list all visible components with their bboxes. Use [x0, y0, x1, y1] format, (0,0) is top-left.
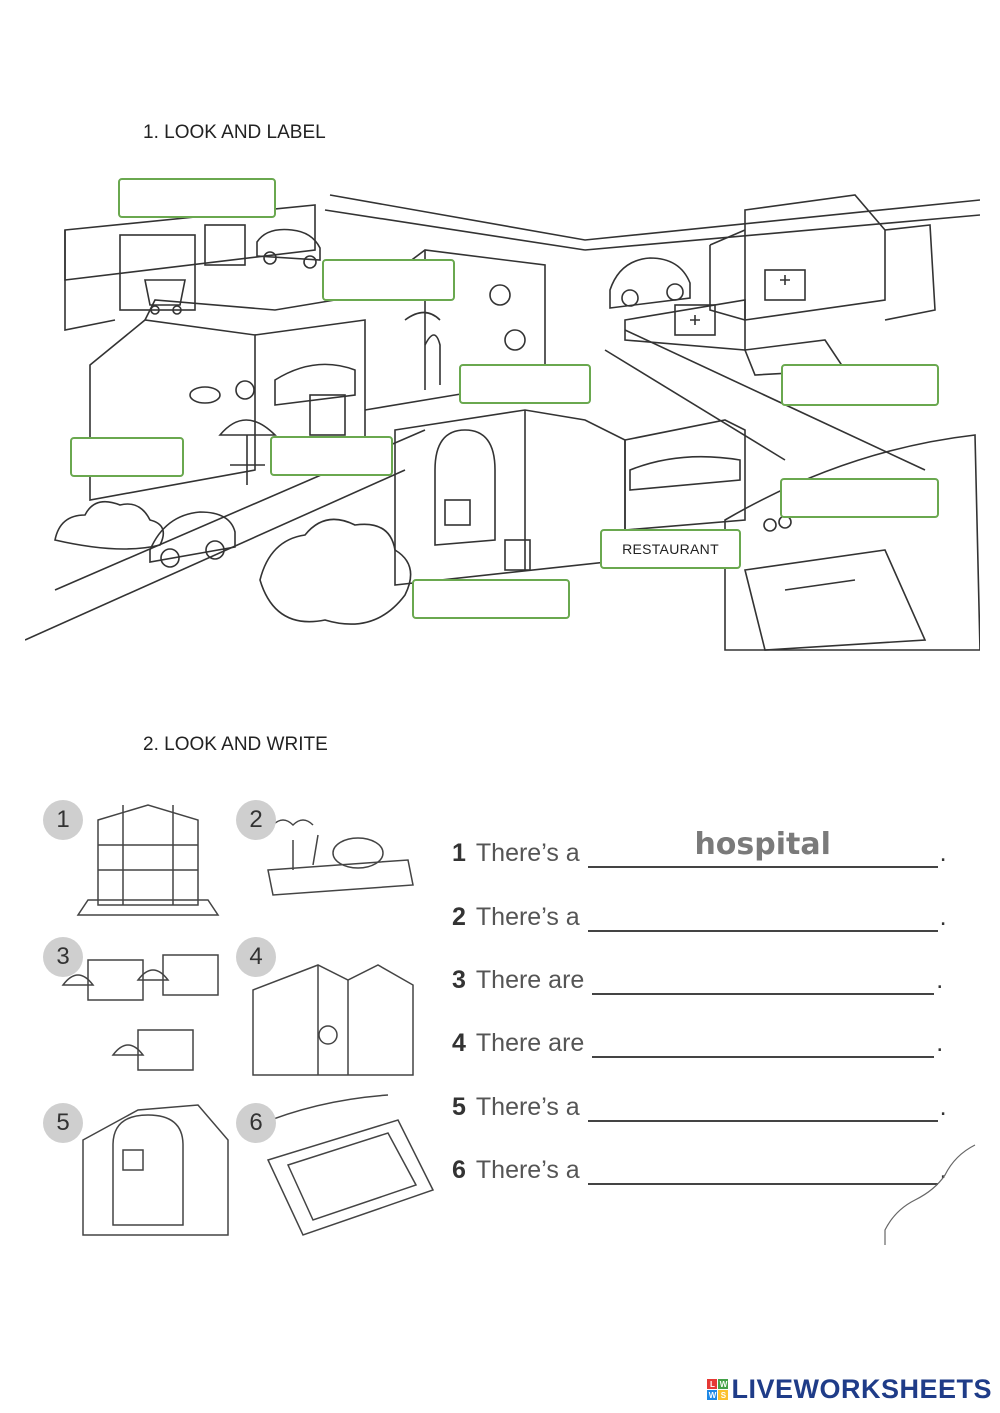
label-box-2[interactable] — [322, 259, 455, 301]
label-box-5[interactable] — [70, 437, 184, 477]
thumb-pool — [257, 1094, 435, 1236]
sentence-text: There are — [475, 966, 585, 994]
thumb-number-1: 1 — [43, 800, 83, 840]
sentence-text: There’s a — [475, 839, 580, 867]
sentence-number: 5 — [452, 1093, 466, 1121]
logo-square: S — [718, 1390, 729, 1400]
answer-field-6[interactable] — [587, 1157, 938, 1185]
thumb-cinema — [82, 1104, 229, 1236]
swimming-pool-building — [724, 434, 980, 651]
sentence-number: 6 — [452, 1156, 466, 1184]
hospital-building — [624, 194, 936, 376]
thumb-cafes — [61, 954, 219, 1071]
label-box-4[interactable] — [781, 364, 939, 406]
cafe-umbrella — [218, 419, 277, 485]
label-box-1[interactable] — [118, 178, 276, 218]
sentence-4: 4 There are . — [452, 1018, 943, 1058]
label-box-6[interactable] — [270, 436, 393, 476]
thumb-number-2: 2 — [236, 800, 276, 840]
thumb-zoo — [267, 819, 414, 896]
sentence-5: 5 There’s a . — [452, 1082, 947, 1122]
bush — [54, 500, 165, 550]
thumb-number-5: 5 — [43, 1103, 83, 1143]
label-box-restaurant: RESTAURANT — [600, 529, 741, 569]
sentence-number: 2 — [452, 903, 466, 931]
thumb-number-6: 6 — [236, 1103, 276, 1143]
thumb-shops — [252, 964, 414, 1076]
thumb-hospital — [76, 804, 220, 916]
answer-field-3[interactable] — [592, 967, 935, 995]
car-icon — [609, 257, 691, 309]
decorative-line — [884, 1144, 976, 1245]
answer-field-1[interactable]: hospital — [587, 827, 938, 868]
section-1-heading: 1. LOOK AND LABEL — [143, 122, 326, 143]
logo-squares-icon: L W W S — [707, 1379, 729, 1400]
section-2-heading: 2. LOOK AND WRITE — [143, 734, 328, 755]
road-edge — [329, 194, 980, 241]
picture-thumbnails: 1 2 3 4 5 6 — [28, 765, 438, 1245]
answer-field-5[interactable] — [587, 1094, 938, 1122]
full-stop: . — [936, 1029, 944, 1057]
answer-text-1: hospital — [694, 827, 831, 862]
cinema-building — [394, 409, 626, 586]
logo-text: LIVEWORKSHEETS — [731, 1374, 992, 1404]
label-box-3[interactable] — [459, 364, 591, 404]
logo-square: W — [718, 1379, 729, 1389]
sentence-3: 3 There are . — [452, 955, 943, 995]
sentence-text: There’s a — [475, 1156, 580, 1184]
thumb-number-3: 3 — [43, 937, 83, 977]
restaurant-building — [624, 419, 746, 531]
sentence-number: 3 — [452, 966, 466, 994]
full-stop: . — [939, 1156, 947, 1184]
full-stop: . — [939, 1093, 947, 1121]
sentence-1: 1 There’s a hospital . — [452, 827, 947, 868]
sentence-text: There’s a — [475, 903, 580, 931]
thumb-number-4: 4 — [236, 937, 276, 977]
logo-square: W — [707, 1390, 718, 1400]
sentence-2: 2 There’s a . — [452, 892, 947, 932]
sentence-6: 6 There’s a . — [452, 1145, 947, 1185]
car-icon — [256, 228, 321, 269]
label-box-7[interactable] — [780, 478, 939, 518]
sentence-text: There’s a — [475, 1093, 580, 1121]
bush — [259, 518, 412, 625]
answer-field-2[interactable] — [587, 904, 938, 932]
sentence-text: There are — [475, 1029, 585, 1057]
full-stop: . — [939, 903, 947, 931]
supermarket-building — [64, 204, 316, 331]
sentence-number: 4 — [452, 1029, 466, 1057]
answer-field-4[interactable] — [592, 1030, 935, 1058]
sentence-number: 1 — [452, 839, 466, 867]
full-stop: . — [939, 839, 947, 867]
logo-square: L — [707, 1379, 718, 1389]
liveworksheets-logo: L W W S LIVEWORKSHEETS — [707, 1374, 992, 1405]
full-stop: . — [936, 966, 944, 994]
label-box-8[interactable] — [412, 579, 570, 619]
